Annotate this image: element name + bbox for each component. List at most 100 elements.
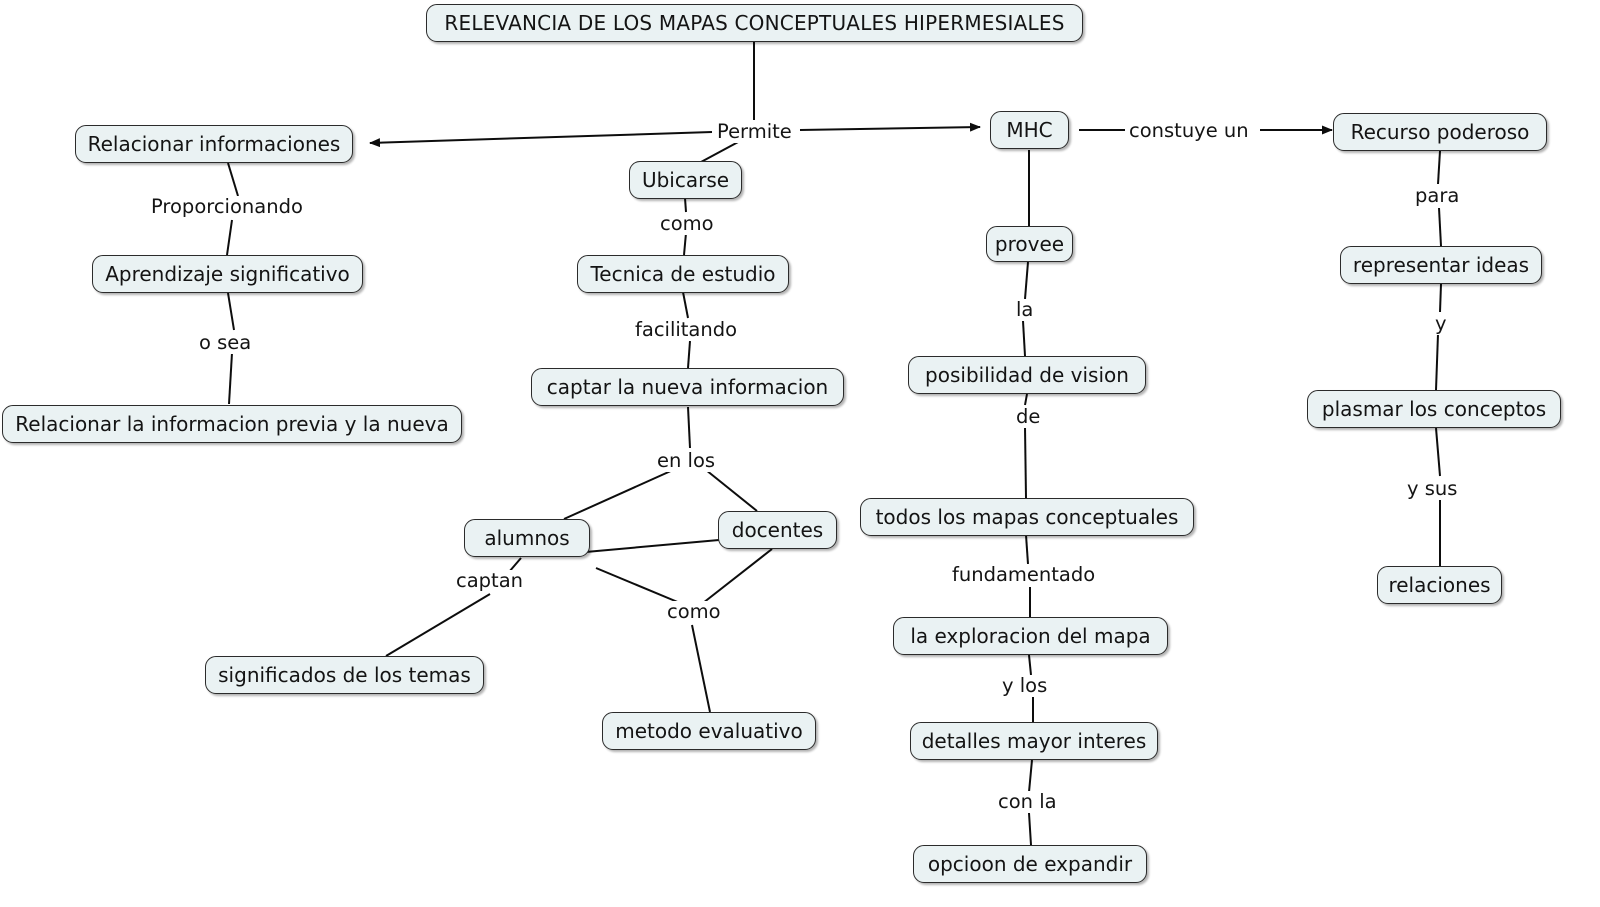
link-label-en-los: en los [654, 449, 719, 472]
edge-permite-ubicarse [700, 140, 741, 163]
node-relaciones-label: relaciones [1388, 573, 1491, 597]
edge-enlos-docentes [705, 469, 758, 512]
link-label-fundamentado-text: fundamentado [952, 563, 1096, 586]
node-relacionar-informaciones-label: Relacionar informaciones [87, 132, 341, 156]
edge-plasmar-ysus [1435, 427, 1441, 477]
node-detalles-mayor-interes-label: detalles mayor interes [921, 729, 1147, 753]
node-posibilidad-de-vision[interactable]: posibilidad de vision [908, 356, 1146, 394]
link-label-constuye-un-text: constuye un [1129, 119, 1249, 142]
node-ubicarse[interactable]: Ubicarse [629, 161, 742, 199]
node-opcion-de-expandir-label: opcioon de expandir [927, 852, 1133, 876]
node-metodo-evaluativo[interactable]: metodo evaluativo [602, 712, 816, 750]
node-significados-temas[interactable]: significados de los temas [205, 656, 484, 694]
node-mhc-label: MHC [1006, 118, 1053, 142]
node-todos-los-mapas-label: todos los mapas conceptuales [875, 505, 1179, 529]
link-label-con-la: con la [995, 791, 1060, 813]
node-root[interactable]: RELEVANCIA DE LOS MAPAS CONCEPTUALES HIP… [426, 4, 1083, 42]
node-todos-los-mapas[interactable]: todos los mapas conceptuales [860, 498, 1194, 536]
link-label-y-sus: y sus [1404, 478, 1461, 500]
edge-la-posibilidad [1022, 320, 1026, 357]
link-label-facilitando-text: facilitando [635, 318, 738, 341]
edge-conla-opcion [1028, 812, 1032, 846]
link-label-proporcionando: Proporcionando [148, 196, 306, 218]
link-label-y-los-text: y los [1002, 674, 1048, 697]
node-tecnica-de-estudio[interactable]: Tecnica de estudio [577, 255, 789, 293]
edge-posibilidad-de [1024, 393, 1028, 406]
edge-proporcionando-aprendizaje [226, 219, 233, 256]
edge-todos-fundamentado [1025, 534, 1029, 565]
link-label-de: de [1013, 405, 1044, 428]
link-label-la: la [1013, 298, 1037, 321]
node-relacionar-informaciones[interactable]: Relacionar informaciones [75, 125, 353, 163]
edge-para-representar [1438, 207, 1442, 247]
link-label-fundamentado: fundamentado [949, 563, 1099, 586]
edge-relacionar-proporcionando [227, 162, 239, 197]
link-label-como-docentes-text: como [667, 600, 721, 623]
edge-docentes-como2 [702, 548, 773, 604]
node-provee[interactable]: provee [986, 226, 1073, 262]
node-aprendizaje-significativo[interactable]: Aprendizaje significativo [92, 255, 363, 293]
link-label-constuye-un: constuye un [1126, 120, 1252, 142]
edge-permite-relacionar [369, 131, 713, 148]
node-captar-nueva-informacion-label: captar la nueva informacion [546, 375, 829, 399]
node-representar-ideas-label: representar ideas [1352, 253, 1530, 277]
edge-como2-metodo [691, 624, 711, 713]
link-label-de-text: de [1016, 405, 1041, 428]
edge-enlos-alumnos [563, 469, 674, 520]
link-label-captan-text: captan [456, 569, 524, 592]
edge-tecnica-facilitando [682, 291, 689, 319]
node-plasmar-conceptos-label: plasmar los conceptos [1321, 397, 1547, 421]
node-docentes-label: docentes [731, 518, 824, 542]
node-relacionar-previa-nueva[interactable]: Relacionar la informacion previa y la nu… [2, 405, 462, 443]
edge-y-plasmar [1435, 333, 1439, 391]
node-captar-nueva-informacion[interactable]: captar la nueva informacion [531, 368, 844, 406]
link-label-y-los: y los [999, 674, 1051, 697]
node-exploracion-del-mapa-label: la exploracion del mapa [910, 624, 1151, 648]
node-representar-ideas[interactable]: representar ideas [1340, 246, 1542, 284]
node-relacionar-previa-nueva-label: Relacionar la informacion previa y la nu… [15, 412, 449, 436]
link-label-captan: captan [453, 569, 527, 592]
node-provee-label: provee [994, 232, 1065, 256]
link-label-para: para [1412, 184, 1463, 207]
node-docentes[interactable]: docentes [718, 511, 837, 549]
node-alumnos-label: alumnos [484, 526, 570, 550]
link-label-permite-text: Permite [717, 120, 792, 143]
edge-captan-significados [385, 593, 491, 657]
edge-como-tecnica [683, 232, 687, 256]
node-alumnos[interactable]: alumnos [464, 519, 590, 557]
node-tecnica-de-estudio-label: Tecnica de estudio [590, 262, 776, 286]
edge-detalles-conla [1028, 759, 1033, 793]
link-label-para-text: para [1415, 184, 1460, 207]
edge-recurso-para [1437, 150, 1441, 185]
edge-aprendizaje-osea [227, 292, 235, 331]
link-label-como-ubicarse-text: como [660, 212, 714, 235]
node-exploracion-del-mapa[interactable]: la exploracion del mapa [893, 617, 1168, 655]
edge-de-todos [1024, 426, 1027, 499]
link-label-o-sea-text: o sea [199, 331, 252, 354]
edge-osea-previa [228, 352, 233, 405]
node-recurso-poderoso[interactable]: Recurso poderoso [1333, 113, 1547, 151]
link-label-en-los-text: en los [657, 449, 716, 472]
node-posibilidad-de-vision-label: posibilidad de vision [925, 363, 1129, 387]
link-label-permite: Permite [714, 121, 795, 143]
edge-facilitando-captar [687, 340, 691, 369]
node-detalles-mayor-interes[interactable]: detalles mayor interes [910, 722, 1158, 760]
link-label-como-ubicarse: como [657, 213, 717, 235]
link-label-con-la-text: con la [998, 790, 1057, 813]
link-label-y-text: y [1435, 312, 1447, 335]
link-label-o-sea: o sea [196, 331, 255, 354]
link-label-facilitando: facilitando [632, 318, 741, 341]
link-label-y: y [1432, 313, 1450, 335]
node-recurso-poderoso-label: Recurso poderoso [1350, 120, 1530, 144]
node-metodo-evaluativo-label: metodo evaluativo [615, 719, 803, 743]
node-mhc[interactable]: MHC [990, 111, 1069, 149]
link-label-la-text: la [1016, 298, 1034, 321]
node-opcion-de-expandir[interactable]: opcioon de expandir [913, 845, 1147, 883]
edge-permite-mhc [799, 122, 981, 132]
edge-provee-la [1024, 261, 1029, 300]
edge-ubicarse-como [684, 197, 687, 213]
node-relaciones[interactable]: relaciones [1377, 566, 1502, 604]
node-ubicarse-label: Ubicarse [641, 168, 730, 192]
node-plasmar-conceptos[interactable]: plasmar los conceptos [1307, 390, 1561, 428]
